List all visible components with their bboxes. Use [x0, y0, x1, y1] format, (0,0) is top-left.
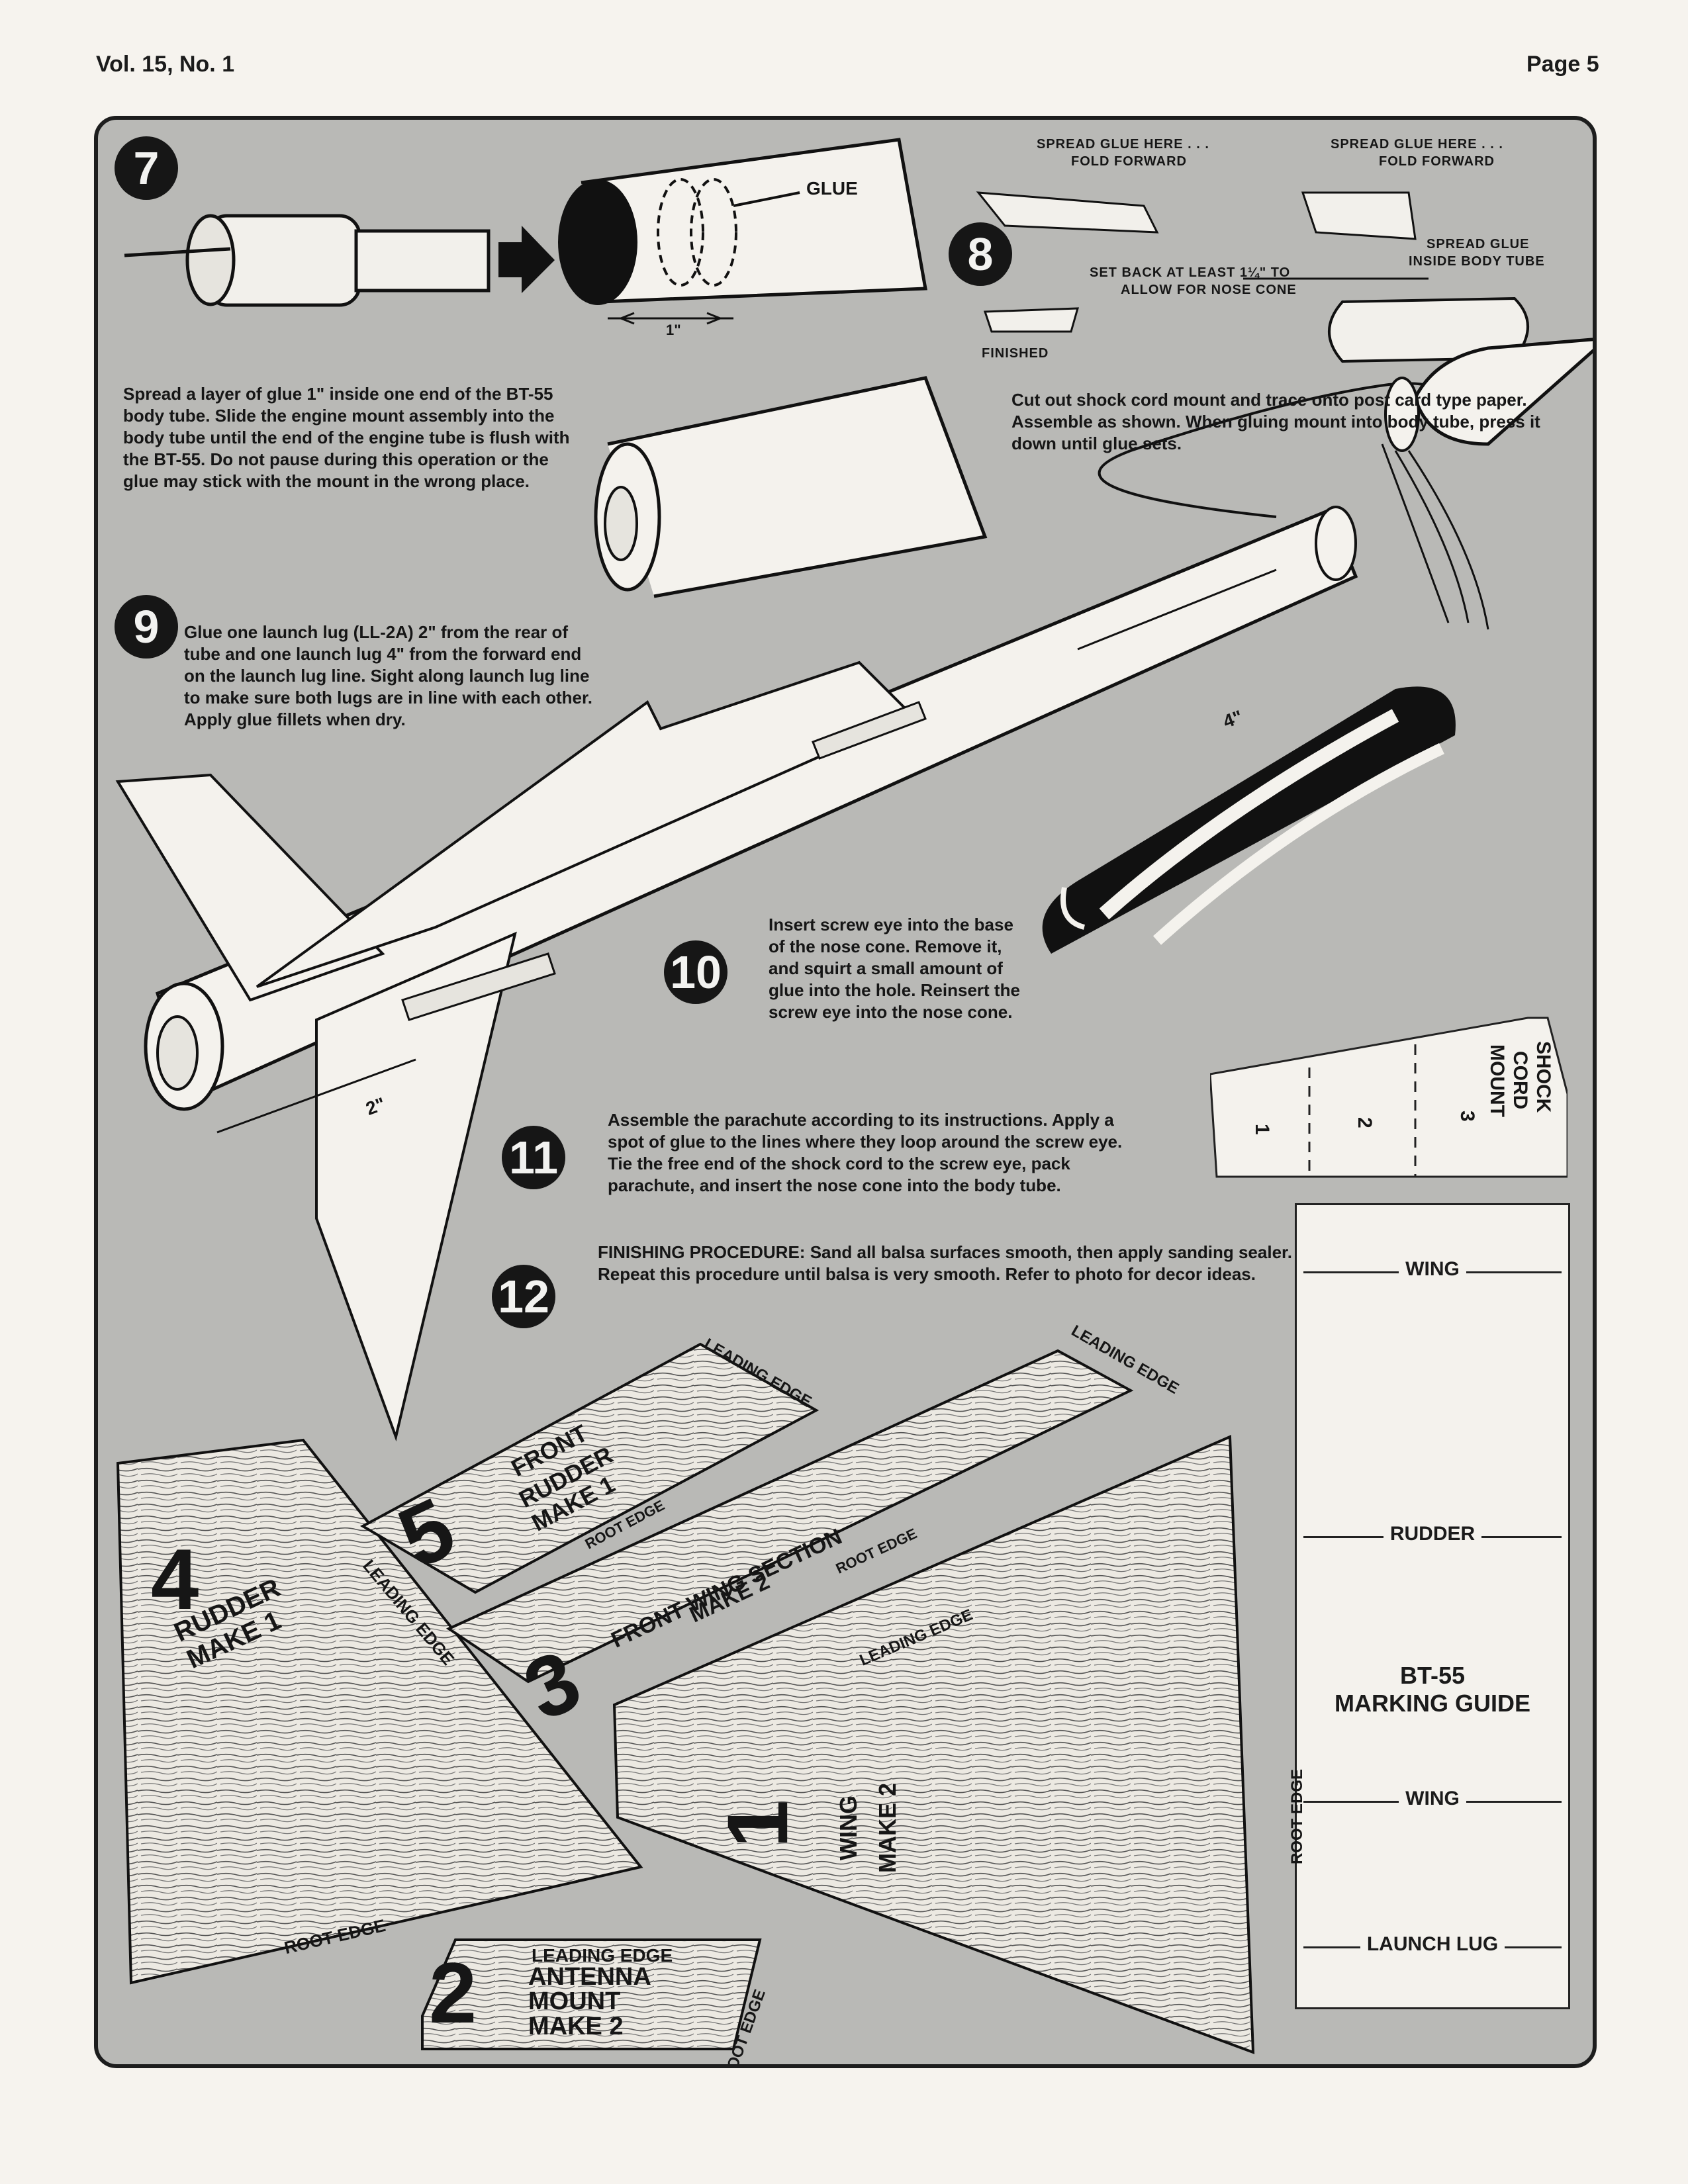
page-number: Page 5 — [1526, 52, 1599, 77]
step-10-number: 10 — [664, 940, 727, 1004]
shock-cord-number-2: 2 — [1354, 1117, 1376, 1128]
glue-label: GLUE — [806, 178, 858, 199]
step-10-text: Insert screw eye into the base of the no… — [769, 915, 1020, 1022]
step-11-number: 11 — [502, 1126, 565, 1189]
guide-title-bt55: BT-55 — [1399, 1662, 1466, 1689]
part-1-name: WING — [834, 1796, 862, 1860]
step-8-text: Cut out shock cord mount and trace onto … — [1011, 390, 1540, 453]
step-7-text: Spread a layer of glue 1" inside one end… — [123, 384, 570, 491]
shock-cord-number-3: 3 — [1456, 1111, 1478, 1122]
balsa-parts-patterns — [116, 1342, 1255, 2054]
shock-cord-number-1: 1 — [1251, 1124, 1273, 1135]
part-2-qty: MAKE 2 — [528, 2013, 624, 2040]
finishing-procedure-body: Sand all balsa surfaces smooth, then app… — [598, 1242, 1292, 1284]
shock-cord-mount-diagrams — [976, 191, 1529, 363]
set-back-label: SET BACK AT LEAST 1¼" TO — [1090, 265, 1291, 280]
part-2-name-2: MOUNT — [528, 1987, 621, 2015]
part-2-leading-edge: LEADING EDGE — [532, 1945, 673, 1966]
step-9-number: 9 — [115, 595, 178, 659]
fold-forward-label-1: FOLD FORWARD — [1071, 154, 1187, 169]
shock-cord-title-3: MOUNT — [1486, 1044, 1508, 1117]
part-4-number: 4 — [151, 1531, 199, 1627]
spread-glue-label-1: SPREAD GLUE HERE . . . — [1037, 137, 1209, 152]
fold-forward-label-2: FOLD FORWARD — [1379, 154, 1495, 169]
step-7-number: 7 — [115, 136, 178, 200]
guide-launch-lug-label: LAUNCH LUG — [1360, 1933, 1505, 1955]
shock-cord-title-2: CORD — [1509, 1051, 1531, 1110]
guide-wing-label-1: WING — [1399, 1258, 1466, 1280]
instruction-panel: 7 GLUE 1" Spread a layer of glue 1" insi… — [94, 116, 1597, 2068]
spread-glue-inside-label: SPREAD GLUE — [1427, 237, 1530, 251]
part-2-name-1: ANTENNA — [528, 1963, 651, 1991]
part-1-qty: MAKE 2 — [874, 1782, 902, 1874]
step-12-number: 12 — [492, 1265, 555, 1328]
issue-number: Vol. 15, No. 1 — [96, 52, 235, 77]
instruction-artwork — [115, 138, 1593, 2054]
one-inch-dimension: 1" — [666, 322, 681, 338]
part-1-number: 1 — [709, 1799, 806, 1848]
spread-glue-label-2: SPREAD GLUE HERE . . . — [1331, 137, 1503, 152]
step-8-number: 8 — [949, 222, 1012, 286]
nose-cone-parachute-illustration — [1042, 338, 1593, 954]
body-tube-illustration — [594, 376, 988, 598]
allow-nose-cone-label: ALLOW FOR NOSE CONE — [1121, 283, 1297, 297]
guide-title-marking: MARKING GUIDE — [1335, 1690, 1530, 1717]
finishing-procedure-label: FINISHING PROCEDURE: — [598, 1242, 806, 1262]
part-2-number: 2 — [429, 1944, 477, 2041]
finished-label: FINISHED — [982, 346, 1049, 361]
part-1-root-edge: ROOT EDGE — [1288, 1768, 1307, 1865]
shock-cord-title-1: SHOCK — [1532, 1041, 1554, 1113]
rocket-assembly-illustration — [115, 506, 1358, 1441]
step-9-text: Glue one launch lug (LL-2A) 2" from the … — [184, 622, 592, 729]
inside-body-tube-label: INSIDE BODY TUBE — [1409, 254, 1545, 269]
bt55-marking-guide: WING RUDDER BT-55 MARKING GUIDE WING LAU… — [1295, 1203, 1570, 2009]
engine-mount-illustration — [124, 138, 927, 325]
guide-rudder-label: RUDDER — [1383, 1523, 1482, 1545]
step-12-text: FINISHING PROCEDURE: Sand all balsa surf… — [598, 1242, 1299, 1285]
shock-cord-mount-pattern: SHOCK CORD MOUNT 3 2 1 — [1210, 1015, 1568, 1193]
step-11-text: Assemble the parachute according to its … — [608, 1110, 1123, 1195]
guide-wing-label-2: WING — [1399, 1788, 1466, 1809]
